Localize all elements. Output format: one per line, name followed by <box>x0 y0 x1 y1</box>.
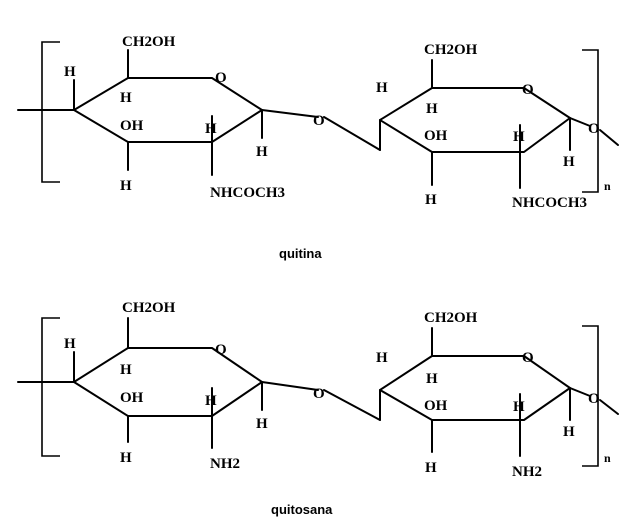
h-label: H <box>563 424 575 440</box>
ring-oxygen-left: O <box>215 342 227 358</box>
h-label: H <box>120 362 132 378</box>
terminal-oxygen: O <box>588 121 600 137</box>
glucosamine-unit-left <box>17 49 319 176</box>
oh-label: OH <box>424 128 448 144</box>
linking-oxygen: O <box>313 113 325 129</box>
h-label: H <box>120 178 132 194</box>
h-label: H <box>376 80 388 96</box>
ring-oxygen-right: O <box>522 350 534 366</box>
repeat-subscript: n <box>604 451 611 465</box>
left-bracket <box>41 41 60 183</box>
h-label: H <box>425 192 437 208</box>
h-label: H <box>64 336 76 352</box>
ch2oh-label-left: CH2OH <box>122 300 176 316</box>
h-label: H <box>64 64 76 80</box>
glucosamine-unit-left <box>17 317 319 449</box>
oh-label: OH <box>120 390 144 406</box>
ch2oh-label-left: CH2OH <box>122 34 176 50</box>
linking-oxygen: O <box>313 386 325 402</box>
right-bracket <box>582 325 599 467</box>
repeat-subscript: n <box>604 179 611 193</box>
h-label: H <box>425 460 437 476</box>
h-label: H <box>256 416 268 432</box>
ring-oxygen-right: O <box>522 82 534 98</box>
substituent-label-left: NHCOCH3 <box>210 185 285 201</box>
ring-oxygen-left: O <box>215 70 227 86</box>
h-label: H <box>205 121 217 137</box>
substituent-label-right: NHCOCH3 <box>512 195 587 211</box>
h-label: H <box>120 450 132 466</box>
oh-label: OH <box>120 118 144 134</box>
left-bracket <box>41 317 60 457</box>
h-label: H <box>513 399 525 415</box>
quitosana-structure: CH2OH O H H OH H H H NH2 O CH2OH O H H O… <box>17 300 619 517</box>
h-label: H <box>120 90 132 106</box>
h-label: H <box>256 144 268 160</box>
structure-caption: quitosana <box>271 502 333 517</box>
h-label: H <box>205 393 217 409</box>
h-label: H <box>376 350 388 366</box>
ch2oh-label-right: CH2OH <box>424 310 478 326</box>
glucosamine-unit-right <box>379 59 619 189</box>
substituent-label-left: NH2 <box>210 456 240 472</box>
glucosamine-unit-right <box>379 327 619 457</box>
structure-caption: quitina <box>279 246 322 261</box>
ch2oh-label-right: CH2OH <box>424 42 478 58</box>
h-label: H <box>513 129 525 145</box>
h-label: H <box>426 371 438 387</box>
h-label: H <box>563 154 575 170</box>
substituent-label-right: NH2 <box>512 464 542 480</box>
terminal-oxygen: O <box>588 391 600 407</box>
right-bracket <box>582 49 599 193</box>
h-label: H <box>426 101 438 117</box>
oh-label: OH <box>424 398 448 414</box>
quitina-structure: CH2OH O H H OH H H H NHCOCH3 O CH2OH O H… <box>17 34 619 261</box>
